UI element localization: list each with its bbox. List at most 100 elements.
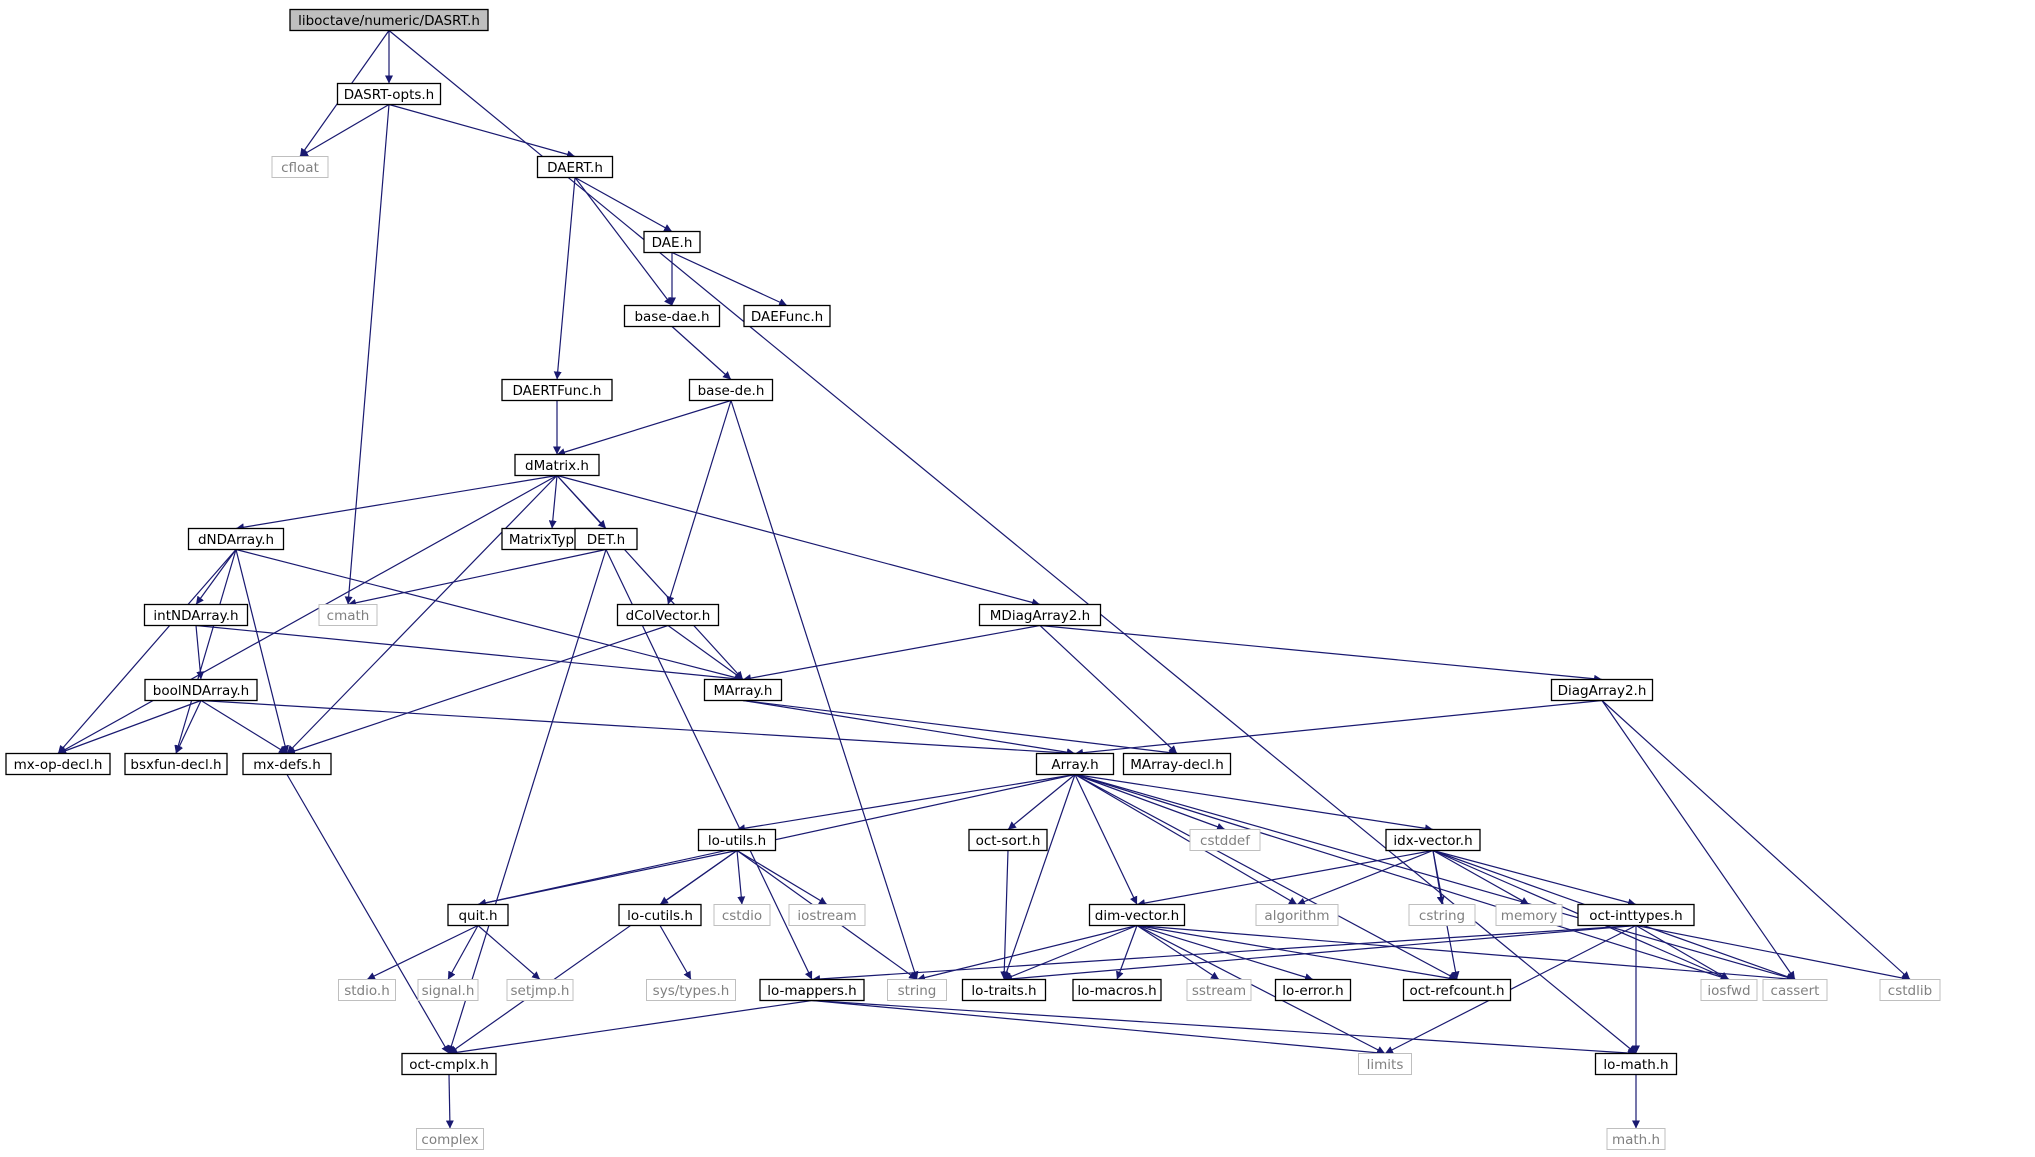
- node-boolndarray-h[interactable]: boolNDArray.h: [144, 678, 258, 702]
- node-box: [1700, 979, 1758, 1001]
- node-label: dNDArray.h: [198, 532, 274, 548]
- node-box: [336, 82, 442, 106]
- node-label: lo-macros.h: [1077, 983, 1156, 999]
- edge-dasrt_opts_h-to-daert_h: [388, 103, 576, 159]
- node-cmath: cmath: [318, 604, 378, 626]
- node-oct-sort-h[interactable]: oct-sort.h: [968, 828, 1048, 852]
- node-box: [1402, 978, 1512, 1002]
- edge-array_h-to-oct_sort_h: [1007, 774, 1076, 830]
- node-label: boolNDArray.h: [153, 683, 249, 699]
- node-label: limits: [1367, 1057, 1404, 1073]
- node-lo-traits-h[interactable]: lo-traits.h: [961, 978, 1047, 1002]
- edge-base_de_h-to-dcolvector_h: [666, 400, 732, 605]
- node-box: [514, 453, 600, 477]
- node-label: MDiagArray2.h: [990, 608, 1090, 624]
- edge-mdiagarray2_h-to-marray_h: [742, 624, 1041, 683]
- node-box: [643, 230, 701, 254]
- node-box: [1879, 979, 1941, 1001]
- node-box: [1072, 978, 1162, 1002]
- node-det-h[interactable]: DET.h: [574, 527, 638, 551]
- node-box: [242, 752, 332, 776]
- edge-idx_vector_h-to-oct_inttypes_h: [1432, 849, 1637, 907]
- edge-dmatrix_h-to-marray_h: [556, 475, 744, 680]
- node-cstdlib: cstdlib: [1879, 979, 1941, 1001]
- edge-array_h-to-idx_vector_h: [1074, 773, 1434, 833]
- node-dasrt-opts-h[interactable]: DASRT-opts.h: [336, 82, 442, 106]
- node-diagarray2-h[interactable]: DiagArray2.h: [1550, 678, 1654, 702]
- node-box: [616, 603, 720, 627]
- node-box: [968, 828, 1048, 852]
- edge-array_h-to-quit_h: [477, 773, 1076, 907]
- node-quit-h[interactable]: quit.h: [447, 903, 509, 927]
- edge-marray_h-to-array_h: [742, 699, 1076, 757]
- node-lo-error-h[interactable]: lo-error.h: [1274, 978, 1352, 1002]
- node-lo-cutils-h[interactable]: lo-cutils.h: [618, 903, 702, 927]
- edge-dim_vector_h-to-lo_traits_h: [1003, 924, 1138, 981]
- node-dndarray-h[interactable]: dNDArray.h: [187, 527, 285, 551]
- node-lo-math-h[interactable]: lo-math.h: [1594, 1052, 1678, 1076]
- node-daert-h[interactable]: DAERT.h: [536, 155, 614, 179]
- edge-daert_h-to-base_dae_h: [574, 177, 673, 306]
- node-base-de-h[interactable]: base-de.h: [688, 378, 774, 402]
- edge-dmatrix_h-to-mx_defs_h: [286, 475, 558, 754]
- edge-daert_h-to-dae_h: [574, 176, 673, 233]
- node-label: Array.h: [1051, 757, 1098, 773]
- node-idx-vector-h[interactable]: idx-vector.h: [1385, 828, 1481, 852]
- edge-intndarray_h-to-boolndarray_h: [195, 625, 205, 680]
- node-array-h[interactable]: Array.h: [1035, 752, 1115, 776]
- node-dasrt-h[interactable]: liboctave/numeric/DASRT.h: [289, 8, 489, 32]
- nodes-layer: liboctave/numeric/DASRT.hDASRT-opts.hcfl…: [5, 8, 1941, 1150]
- node-dae-h[interactable]: DAE.h: [643, 230, 701, 254]
- edge-dasrt_h-to-lo_math_h: [388, 30, 1637, 1054]
- node-lo-mappers-h[interactable]: lo-mappers.h: [759, 978, 865, 1002]
- edge-oct_inttypes_h-to-cstdlib: [1635, 924, 1911, 982]
- node-oct-inttypes-h[interactable]: oct-inttypes.h: [1577, 903, 1695, 927]
- node-box: [1186, 979, 1252, 1001]
- node-daertfunc-h[interactable]: DAERTFunc.h: [501, 378, 613, 402]
- node-box: [743, 304, 831, 328]
- node-box: [506, 979, 574, 1001]
- edge-array_h-to-oct_refcount_h: [1074, 773, 1458, 981]
- node-box: [688, 378, 774, 402]
- node-bsxfun-decl-h[interactable]: bsxfun-decl.h: [124, 752, 228, 776]
- node-oct-refcount-h[interactable]: oct-refcount.h: [1402, 978, 1512, 1002]
- node-box: [536, 155, 614, 179]
- node-box: [1122, 752, 1232, 776]
- node-marray-decl-h[interactable]: MArray-decl.h: [1122, 752, 1232, 776]
- edge-boolndarray_h-to-array_h: [200, 699, 1076, 758]
- node-box: [5, 752, 111, 776]
- node-mx-defs-h[interactable]: mx-defs.h: [242, 752, 332, 776]
- node-intndarray-h[interactable]: intNDArray.h: [143, 603, 249, 627]
- node-mx-op-decl-h[interactable]: mx-op-decl.h: [5, 752, 111, 776]
- node-label: iostream: [797, 908, 856, 924]
- edge-mdiagarray2_h-to-diagarray2_h: [1039, 624, 1603, 683]
- node-label: setjmp.h: [511, 983, 570, 999]
- node-label: DAEFunc.h: [751, 309, 823, 325]
- node-dim-vector-h[interactable]: dim-vector.h: [1088, 903, 1186, 927]
- node-box: [646, 979, 736, 1001]
- edge-array_h-to-algorithm: [1074, 773, 1298, 906]
- node-daefunc-h[interactable]: DAEFunc.h: [743, 304, 831, 328]
- node-label: algorithm: [1264, 908, 1329, 924]
- edge-dmatrix_h-to-mx_op_decl_h: [57, 474, 558, 755]
- node-lo-macros-h[interactable]: lo-macros.h: [1072, 978, 1162, 1002]
- node-label: signal.h: [422, 983, 475, 999]
- node-label: DASRT-opts.h: [344, 87, 435, 103]
- node-dcolvector-h[interactable]: dColVector.h: [616, 603, 720, 627]
- node-label: MArray.h: [714, 683, 773, 699]
- edge-diagarray2_h-to-cstdlib: [1601, 700, 1911, 980]
- node-marray-h[interactable]: MArray.h: [703, 678, 783, 702]
- node-lo-utils-h[interactable]: lo-utils.h: [697, 828, 777, 852]
- node-box: [574, 527, 638, 551]
- node-label: lo-error.h: [1282, 983, 1343, 999]
- node-base-dae-h[interactable]: base-dae.h: [623, 304, 721, 328]
- node-oct-cmplx-h[interactable]: oct-cmplx.h: [401, 1052, 497, 1076]
- node-box: [447, 903, 509, 927]
- node-box: [271, 156, 329, 178]
- edge-boolndarray_h-to-bsxfun_decl_h: [175, 700, 202, 754]
- edge-lo_utils_h-to-quit_h: [477, 849, 738, 907]
- node-box: [318, 604, 378, 626]
- node-dmatrix-h[interactable]: dMatrix.h: [514, 453, 600, 477]
- node-mdiagarray2-h[interactable]: MDiagArray2.h: [978, 603, 1102, 627]
